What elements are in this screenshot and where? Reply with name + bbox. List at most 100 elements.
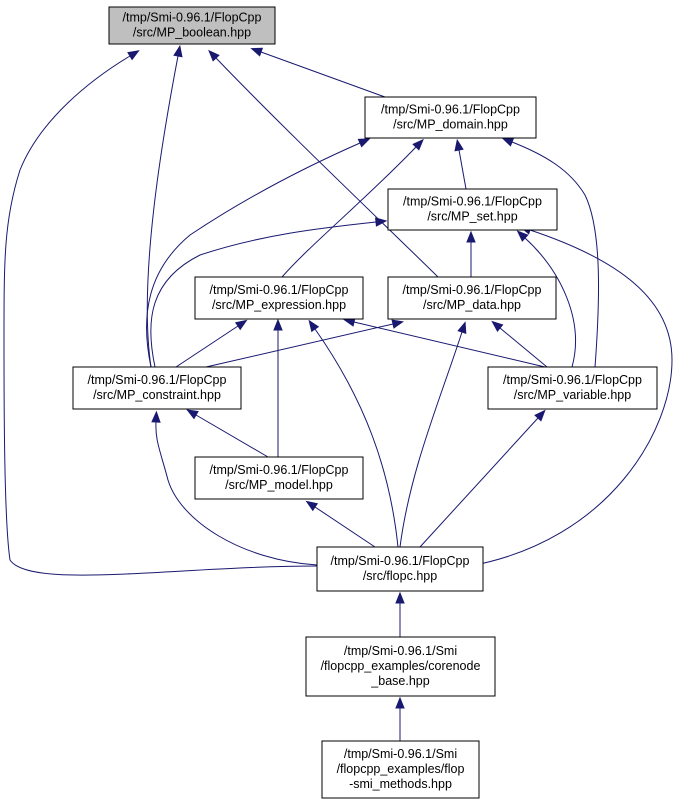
node-label-line: /src/MP_domain.hpp bbox=[393, 118, 508, 132]
node-label-line: /src/MP_data.hpp bbox=[423, 298, 521, 312]
node-label-line: /src/MP_expression.hpp bbox=[212, 298, 346, 312]
edge-expression-to-domain bbox=[281, 138, 424, 278]
edge-data-to-set bbox=[466, 230, 476, 277]
edge-line bbox=[524, 237, 576, 368]
node-label-line: /src/MP_constraint.hpp bbox=[93, 388, 221, 402]
arrowhead-icon bbox=[250, 47, 264, 57]
edge-constraint-to-boolean bbox=[146, 44, 183, 368]
edges-layer bbox=[3, 44, 673, 741]
node-box[interactable] bbox=[305, 636, 496, 697]
edge-line bbox=[511, 141, 600, 368]
edge-corenode-to-flopc bbox=[395, 591, 405, 637]
arrowhead-icon bbox=[308, 319, 320, 333]
edge-variable-to-data bbox=[491, 320, 548, 368]
node-box[interactable] bbox=[364, 96, 537, 139]
nodes-layer: /tmp/Smi-0.96.1/FlopCpp/src/MP_boolean.h… bbox=[72, 6, 658, 799]
arrowhead-icon bbox=[391, 319, 405, 329]
node-box[interactable] bbox=[194, 456, 364, 500]
edge-line bbox=[458, 149, 467, 190]
node-label-line: /tmp/Smi-0.96.1/Smi bbox=[344, 747, 457, 761]
edge-flopc-to-boolean bbox=[3, 50, 318, 576]
edge-line bbox=[281, 146, 417, 278]
edge-variable-to-set bbox=[516, 230, 576, 368]
node-label-line: /tmp/Smi-0.96.1/FlopCpp bbox=[503, 373, 642, 387]
edge-flopc-to-variable bbox=[419, 409, 546, 548]
edge-constraint-to-data bbox=[205, 319, 405, 368]
node-label-line: /tmp/Smi-0.96.1/FlopCpp bbox=[403, 195, 542, 209]
node-label-line: /flopcpp_examples/flop bbox=[337, 762, 465, 776]
node-box[interactable] bbox=[108, 6, 276, 45]
arrowhead-icon bbox=[466, 230, 476, 243]
node-boolean[interactable]: /tmp/Smi-0.96.1/FlopCpp/src/MP_boolean.h… bbox=[108, 6, 276, 45]
node-data[interactable]: /tmp/Smi-0.96.1/FlopCpp/src/MP_data.hpp bbox=[387, 276, 557, 320]
node-label-line: /src/flopc.hpp bbox=[363, 569, 437, 583]
node-label-line: /src/MP_model.hpp bbox=[225, 478, 333, 492]
node-box[interactable] bbox=[316, 546, 484, 592]
node-box[interactable] bbox=[194, 276, 364, 320]
node-label-line: /tmp/Smi-0.96.1/FlopCpp bbox=[210, 283, 349, 297]
node-expression[interactable]: /tmp/Smi-0.96.1/FlopCpp/src/MP_expressio… bbox=[194, 276, 364, 320]
edge-line bbox=[195, 414, 269, 458]
node-variable[interactable]: /tmp/Smi-0.96.1/FlopCpp/src/MP_variable.… bbox=[487, 366, 658, 410]
node-label-line: /src/MP_boolean.hpp bbox=[133, 26, 251, 40]
edge-flopc-to-data bbox=[399, 321, 467, 548]
node-domain[interactable]: /tmp/Smi-0.96.1/FlopCpp/src/MP_domain.hp… bbox=[364, 96, 537, 139]
node-model[interactable]: /tmp/Smi-0.96.1/FlopCpp/src/MP_model.hpp bbox=[194, 456, 364, 500]
node-box[interactable] bbox=[72, 366, 242, 410]
edge-line bbox=[146, 55, 179, 368]
edge-set-to-domain bbox=[454, 138, 467, 190]
arrowhead-icon bbox=[357, 138, 371, 148]
node-methods[interactable]: /tmp/Smi-0.96.1/Smi/flopcpp_examples/flo… bbox=[321, 740, 480, 799]
arrowhead-icon bbox=[516, 230, 529, 242]
edge-constraint-to-set bbox=[150, 217, 388, 368]
node-flopc[interactable]: /tmp/Smi-0.96.1/FlopCpp/src/flopc.hpp bbox=[316, 546, 484, 592]
node-label-line: /tmp/Smi-0.96.1/Smi bbox=[344, 644, 457, 658]
node-label-line: /tmp/Smi-0.96.1/FlopCpp bbox=[381, 103, 520, 117]
node-set[interactable]: /tmp/Smi-0.96.1/FlopCpp/src/MP_set.hpp bbox=[387, 188, 558, 231]
edge-line bbox=[260, 51, 386, 98]
node-corenode[interactable]: /tmp/Smi-0.96.1/Smi/flopcpp_examples/cor… bbox=[305, 636, 496, 697]
arrowhead-icon bbox=[273, 318, 283, 331]
arrowhead-icon bbox=[457, 321, 467, 334]
edge-flopc-to-constraint bbox=[151, 410, 318, 566]
arrowhead-icon bbox=[305, 500, 319, 512]
edge-line bbox=[314, 506, 376, 548]
edge-line bbox=[469, 229, 673, 567]
edge-variable-to-expression bbox=[342, 317, 546, 368]
edge-line bbox=[3, 55, 318, 576]
edge-line bbox=[175, 325, 239, 368]
arrowhead-icon bbox=[173, 44, 183, 58]
edge-line bbox=[353, 321, 546, 368]
arrowhead-icon bbox=[534, 409, 546, 422]
edge-line bbox=[499, 327, 548, 368]
node-box[interactable] bbox=[387, 188, 558, 231]
arrowhead-icon bbox=[151, 410, 161, 423]
edge-model-to-expression bbox=[273, 318, 283, 457]
arrowhead-icon bbox=[127, 50, 140, 61]
edge-model-to-constraint bbox=[186, 409, 269, 458]
arrowhead-icon bbox=[395, 591, 405, 604]
edge-line bbox=[205, 323, 394, 368]
edge-line bbox=[419, 417, 539, 548]
node-constraint[interactable]: /tmp/Smi-0.96.1/FlopCpp/src/MP_constrain… bbox=[72, 366, 242, 410]
arrowhead-icon bbox=[186, 409, 199, 420]
node-box[interactable] bbox=[321, 740, 480, 799]
edge-line bbox=[146, 142, 361, 368]
arrowhead-icon bbox=[412, 138, 424, 151]
arrowhead-icon bbox=[501, 137, 515, 147]
node-box[interactable] bbox=[387, 276, 557, 320]
edge-flopc-to-model bbox=[305, 500, 376, 548]
arrowhead-icon bbox=[234, 319, 248, 331]
edge-constraint-to-domain bbox=[146, 138, 371, 368]
edge-domain-to-boolean bbox=[250, 47, 386, 98]
edge-variable-to-domain bbox=[501, 137, 600, 368]
edge-line bbox=[399, 331, 463, 548]
node-label-line: /flopcpp_examples/corenode bbox=[321, 659, 481, 673]
node-label-line: /src/MP_variable.hpp bbox=[514, 388, 631, 402]
node-box[interactable] bbox=[487, 366, 658, 410]
edge-line bbox=[155, 421, 318, 566]
node-label-line: /tmp/Smi-0.96.1/FlopCpp bbox=[123, 11, 262, 25]
node-label-line: _base.hpp bbox=[370, 674, 429, 688]
node-label-line: /tmp/Smi-0.96.1/FlopCpp bbox=[331, 554, 470, 568]
